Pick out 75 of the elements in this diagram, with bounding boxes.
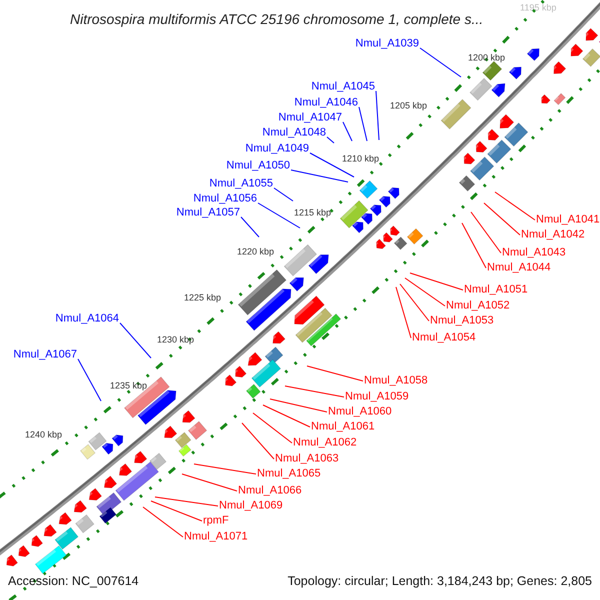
scale-label: 1240 kbp bbox=[25, 430, 62, 440]
leader-line bbox=[270, 398, 328, 412]
leader-line bbox=[150, 500, 202, 522]
leader-line bbox=[342, 122, 352, 142]
leader-line bbox=[484, 202, 520, 236]
diagram-title: Nitrosospira multiformis ATCC 25196 chromosome 1, complete s... bbox=[70, 12, 484, 26]
gene-label: Nmul_A1067 bbox=[13, 350, 77, 360]
summary-text: Topology: circular; Length: 3,184,243 bp; Genes: 2,805 bbox=[288, 575, 592, 588]
leader-line bbox=[78, 358, 102, 402]
gene-label: Nmul_A1051 bbox=[464, 284, 528, 296]
gene-label: Nmul_A1054 bbox=[412, 332, 476, 344]
gene-label: Nmul_A1044 bbox=[487, 262, 551, 274]
leader-line bbox=[358, 106, 368, 142]
gene-label: Nmul_A1046 bbox=[294, 98, 358, 108]
gene-label: Nmul_A1064 bbox=[55, 314, 119, 324]
scale-label: 1235 kbp bbox=[110, 382, 148, 390]
gene-label: Nmul_A1050 bbox=[226, 160, 290, 172]
leader-line bbox=[306, 366, 364, 382]
leader-line bbox=[194, 464, 256, 474]
leader-line bbox=[470, 212, 502, 254]
gene-label: Nmul_A1048 bbox=[262, 128, 326, 138]
gene-label: Nmul_A1056 bbox=[193, 194, 257, 204]
leader-line bbox=[274, 188, 294, 202]
leader-line bbox=[410, 272, 464, 290]
gene-label: Nmul_A1043 bbox=[502, 248, 566, 258]
gene-label: Nmul_A1071 bbox=[184, 532, 248, 542]
leader-line bbox=[242, 422, 274, 460]
leader-line bbox=[240, 216, 260, 238]
gene-label: rpmF bbox=[203, 516, 229, 526]
scale-label: 1200 kbp bbox=[468, 54, 506, 62]
scale-label: 1225 kbp bbox=[184, 294, 222, 302]
gene-label: Nmul_A1049 bbox=[245, 144, 309, 154]
gene-label: Nmul_A1063 bbox=[275, 454, 339, 464]
leader-line bbox=[252, 412, 292, 444]
scale-label: 1195 kbp bbox=[520, 4, 556, 12]
scale-label: 1215 kbp bbox=[294, 208, 332, 218]
gene-label: Nmul_A1052 bbox=[446, 300, 510, 312]
leader-line bbox=[326, 136, 334, 144]
gene-label: Nmul_A1055 bbox=[209, 178, 273, 190]
leader-line bbox=[142, 506, 184, 538]
scale-label: 1220 kbp bbox=[237, 248, 274, 256]
leader-line bbox=[420, 48, 462, 78]
scale-label: 1230 kbp bbox=[157, 336, 194, 344]
gene-label: Nmul_A1047 bbox=[278, 112, 342, 124]
leader-line bbox=[404, 278, 446, 306]
leader-line bbox=[284, 386, 344, 398]
leader-line bbox=[154, 496, 218, 506]
gene-label: Nmul_A1066 bbox=[238, 486, 302, 496]
gene-label: Nmul_A1053 bbox=[430, 316, 494, 326]
leader-line bbox=[120, 322, 152, 358]
gene-label: Nmul_A1039 bbox=[355, 38, 419, 50]
leader-line bbox=[494, 192, 536, 220]
gene-label: Nmul_A1069 bbox=[219, 500, 283, 512]
gene-label: Nmul_A1062 bbox=[293, 438, 357, 448]
gene-label: Nmul_A1042 bbox=[521, 230, 585, 240]
leader-line bbox=[462, 222, 486, 268]
leader-line bbox=[258, 202, 300, 228]
leader-line bbox=[396, 286, 412, 338]
leader-line bbox=[310, 152, 354, 178]
gene-label: Nmul_A1041 bbox=[536, 214, 600, 226]
accession-text: Accession: NC_007614 bbox=[8, 575, 139, 588]
scale-label: 1205 kbp bbox=[390, 102, 428, 110]
gene-label: Nmul_A1060 bbox=[328, 406, 392, 418]
gene-label: Nmul_A1058 bbox=[364, 376, 428, 386]
leader-line bbox=[376, 90, 380, 140]
scale-label: 1210 kbp bbox=[342, 154, 380, 164]
leader-line bbox=[400, 284, 430, 322]
leader-line bbox=[262, 404, 310, 428]
gene-label: Nmul_A1045 bbox=[311, 82, 375, 92]
gene-label: Nmul_A1057 bbox=[176, 208, 240, 218]
gene-label: Nmul_A1065 bbox=[257, 468, 321, 480]
gene-label: Nmul_A1061 bbox=[311, 422, 375, 432]
leader-line bbox=[290, 170, 348, 182]
gene-label: Nmul_A1059 bbox=[345, 392, 409, 402]
leader-line bbox=[182, 474, 238, 492]
